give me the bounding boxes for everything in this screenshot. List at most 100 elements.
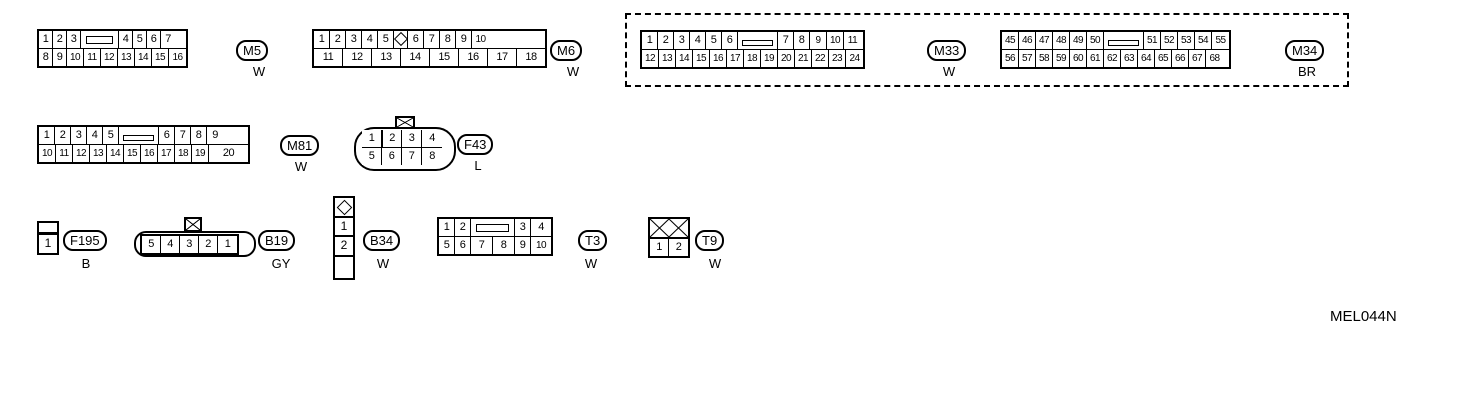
pin: 16 xyxy=(141,145,158,162)
pin: 59 xyxy=(1053,50,1070,67)
pin: 21 xyxy=(795,50,812,67)
lock-tab-icon xyxy=(395,116,415,129)
connector-m6-row2: 11 12 13 14 15 16 17 18 xyxy=(314,48,545,66)
connector-b19-row: 5 4 3 2 1 xyxy=(142,236,237,253)
connector-id-m33: M33 xyxy=(927,40,967,61)
connector-b34-bottom xyxy=(333,255,355,280)
connector-t9-row: 1 2 xyxy=(650,239,688,256)
connector-b34-top xyxy=(333,196,355,218)
connector-f43-row1: 1 2 3 4 xyxy=(362,130,442,147)
pin: 48 xyxy=(1053,32,1070,49)
pin: 12 xyxy=(73,145,90,162)
pin: 14 xyxy=(676,50,693,67)
pin: 4 xyxy=(429,132,435,144)
connector-m34-body: 45 46 47 48 49 50 51 52 53 54 55 56 57 5… xyxy=(1000,30,1231,69)
pin: 14 xyxy=(401,49,430,66)
pin: 16 xyxy=(710,50,727,67)
pin: 4 xyxy=(119,31,133,48)
connector-id-m34: M34 xyxy=(1285,40,1325,61)
dashed-group-frame xyxy=(625,13,1349,87)
pin: 22 xyxy=(812,50,829,67)
pin: 1 xyxy=(439,219,455,236)
pin: 54 xyxy=(1195,32,1212,49)
pin: 63 xyxy=(1121,50,1138,67)
wire-color-t9: W xyxy=(708,256,722,271)
pin: 61 xyxy=(1087,50,1104,67)
pin: 23 xyxy=(829,50,846,67)
pin: 47 xyxy=(1036,32,1053,49)
pin: 1 xyxy=(224,238,231,250)
connector-id-t3: T3 xyxy=(578,230,608,251)
connector-m5: 1 2 3 4 5 6 7 8 9 10 11 12 13 14 15 16 xyxy=(37,29,188,68)
pin: 50 xyxy=(1087,32,1104,49)
pin: 15 xyxy=(124,145,141,162)
connector-t3-row2: 5 6 7 8 9 10 xyxy=(439,236,551,254)
connector-id-b19: B19 xyxy=(258,230,296,251)
pin: 10 xyxy=(67,49,84,66)
pin: 5 xyxy=(706,32,722,49)
pin: 3 xyxy=(346,31,362,48)
pin: 17 xyxy=(488,49,517,66)
pin: 8 xyxy=(440,31,456,48)
key-slot xyxy=(471,219,515,236)
pin: 2 xyxy=(340,238,348,252)
pin: 1 xyxy=(44,236,52,250)
pin: 6 xyxy=(159,127,175,144)
pin: 8 xyxy=(794,32,810,49)
pin: 7 xyxy=(471,237,493,254)
pin: 20 xyxy=(778,50,795,67)
pin: 2 xyxy=(658,32,674,49)
figure-code: MEL044N xyxy=(1330,308,1397,325)
connector-b34: 1 xyxy=(333,216,355,237)
pin: 18 xyxy=(175,145,192,162)
pin: 2 xyxy=(53,31,67,48)
connector-m81: 1 2 3 4 5 6 7 8 9 10 11 12 13 14 15 16 1… xyxy=(37,125,250,164)
connector-t3-body: 1 2 3 4 5 6 7 8 9 10 xyxy=(437,217,553,256)
pin: 1 xyxy=(314,31,330,48)
pin: 11 xyxy=(314,49,343,66)
pin: 8 xyxy=(429,150,435,162)
connector-f43: 1 2 3 4 5 6 7 8 xyxy=(362,130,442,165)
pin: 2 xyxy=(455,219,471,236)
pin: 52 xyxy=(1161,32,1178,49)
pin: 10 xyxy=(475,34,486,45)
pin: 4 xyxy=(161,236,180,253)
pin: 10 xyxy=(39,145,56,162)
pin: 7 xyxy=(424,31,440,48)
connector-m6-row1: 1 2 3 4 5 6 7 8 9 10 xyxy=(314,31,545,48)
connector-m6-body: 1 2 3 4 5 6 7 8 9 10 11 12 13 14 15 16 1… xyxy=(312,29,547,68)
pin: 14 xyxy=(135,49,152,66)
connector-m5-row2: 8 9 10 11 12 13 14 15 16 xyxy=(39,48,186,66)
connector-m34-row1: 45 46 47 48 49 50 51 52 53 54 55 xyxy=(1002,32,1229,49)
pin: 56 xyxy=(1002,50,1019,67)
wire-color-b19: GY xyxy=(271,256,291,271)
pin: 5 xyxy=(142,236,161,253)
pin: 58 xyxy=(1036,50,1053,67)
pin: 2 xyxy=(382,130,402,147)
pin: 19 xyxy=(761,50,778,67)
pin: 3 xyxy=(674,32,690,49)
pin: 12 xyxy=(101,49,118,66)
pin: 16 xyxy=(172,52,183,63)
pin: 17 xyxy=(727,50,744,67)
pin: 5 xyxy=(439,237,455,254)
wire-color-f43: L xyxy=(474,158,482,173)
pin: 1 xyxy=(642,32,658,49)
pin: 10 xyxy=(535,240,547,251)
pin: 12 xyxy=(642,50,659,67)
pin: 7 xyxy=(175,127,191,144)
pin: 11 xyxy=(84,49,101,66)
pin: 13 xyxy=(659,50,676,67)
pin: 1 xyxy=(650,239,669,256)
pin: 7 xyxy=(778,32,794,49)
connector-t9: 1 2 xyxy=(648,237,690,258)
wire-color-m6: W xyxy=(566,64,580,79)
lock-tab-icon xyxy=(184,217,202,232)
pin: 19 xyxy=(192,145,209,162)
connector-m81-row1: 1 2 3 4 5 6 7 8 9 xyxy=(39,127,248,144)
pin: 24 xyxy=(849,53,860,64)
pin: 4 xyxy=(690,32,706,49)
pin: 13 xyxy=(372,49,401,66)
pin: 12 xyxy=(343,49,372,66)
connector-id-b34: B34 xyxy=(363,230,401,251)
